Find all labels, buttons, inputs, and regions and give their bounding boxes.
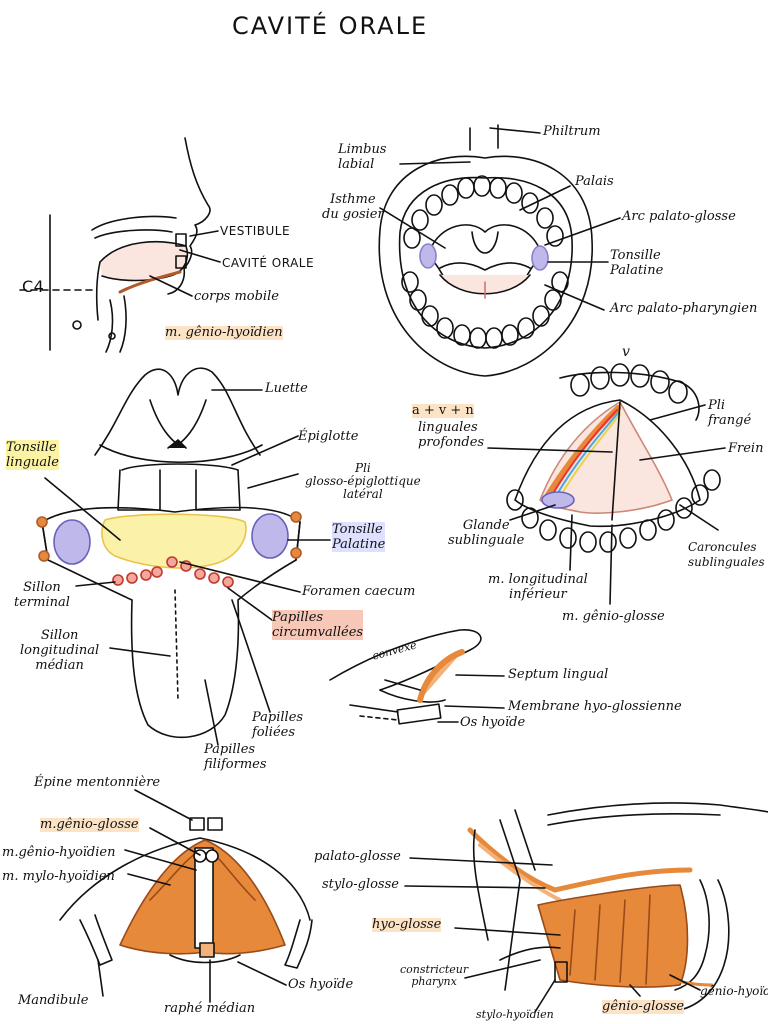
label-tonsille-palatine-mouth: Tonsille Palatine: [610, 248, 664, 278]
label-frein: Frein: [728, 441, 764, 456]
label-stylo-hyoidien: stylo-hyoïdien: [476, 1008, 554, 1021]
label-os-hyoide-anterior: Os hyoïde: [288, 977, 354, 992]
label-papilles-circumvallees: Papilles circumvallées: [272, 610, 364, 640]
page-title: CAVITÉ ORALE: [232, 12, 429, 40]
upper-teeth: [403, 175, 564, 249]
label-luette: Luette: [265, 381, 308, 396]
label-epine-mentonniere: Épine mentonnière: [34, 775, 161, 790]
label-raphe-median: raphé médian: [164, 1001, 256, 1016]
label-linguales-profondes: linguales profondes: [418, 420, 485, 450]
label-limbus-labial: Limbus labial: [338, 142, 387, 172]
label-genio-glosse-lateral: gênio-glosse: [602, 999, 685, 1014]
tongue-dorsal: [36, 367, 331, 746]
label-c4: C4: [22, 277, 45, 296]
label-palais: Palais: [575, 174, 614, 189]
label-cavite-orale: CAVITÉ ORALE: [222, 256, 315, 270]
lower-teeth: [401, 271, 569, 349]
label-palato-glosse-lateral: palato-glosse: [314, 849, 401, 864]
label-genio-hyoidien-lateral: gênio-hyoïdien: [700, 984, 768, 998]
label-avn: a + v + n: [412, 403, 474, 418]
label-pli-frange: Pli frangé: [708, 398, 752, 428]
label-genio-glosse-ventral: m. gênio-glosse: [562, 609, 665, 624]
anterior-view: [59, 789, 313, 1003]
label-genio-hyoidien-sagittal: m. gênio-hyoïdien: [165, 325, 283, 340]
label-papilles-filiformes: Papilles filiformes: [204, 742, 267, 772]
septum-section: [329, 629, 505, 725]
label-mylo-hyoidien: m. mylo-hyoïdien: [2, 869, 115, 884]
label-membrane-hyo-glossienne: Membrane hyo-glossienne: [508, 699, 682, 714]
label-arc-palato-pharyngien: Arc palato-pharyngien: [610, 301, 758, 316]
label-epiglotte: Épiglotte: [298, 429, 359, 444]
label-papilles-foliees: Papilles foliées: [252, 710, 304, 740]
label-tonsille-linguale: Tonsille linguale: [6, 440, 59, 470]
label-isthme-gosier: Isthme du gosier: [322, 192, 384, 222]
label-vestibule: VESTIBULE: [220, 224, 291, 238]
label-os-hyoide-septum: Os hyoïde: [460, 715, 526, 730]
tongue-ventral: [487, 363, 726, 605]
label-pli-glosso-epiglottique: Pli glosso-épiglottique latéral: [305, 461, 421, 501]
label-septum-lingual: Septum lingual: [508, 667, 609, 682]
label-constricteur-pharynx: constricteur pharynx: [400, 963, 469, 988]
ventral-upper-teeth: [570, 363, 688, 404]
label-mandibule: Mandibule: [18, 993, 89, 1008]
label-corps-mobile: corps mobile: [194, 289, 279, 304]
label-caroncules-sublinguales: Caroncules sublinguales: [688, 540, 765, 569]
lateral-view: [404, 802, 768, 1013]
ventral-lower-teeth: [506, 469, 721, 553]
label-longitudinal-inferieur: m. longitudinal inférieur: [488, 572, 588, 602]
label-sillon-median: Sillon longitudinal médian: [20, 628, 100, 673]
label-philtrum: Philtrum: [543, 124, 601, 139]
label-v-mark: v: [622, 344, 630, 360]
label-glande-sublinguale: Glande sublinguale: [448, 518, 525, 548]
label-tonsille-palatine-dorsal: Tonsille Palatine: [332, 522, 386, 552]
label-stylo-glosse: stylo-glosse: [322, 877, 399, 892]
label-sillon-terminal: Sillon terminal: [14, 580, 70, 610]
label-genio-hyoidien-anterior: m.gênio-hyoïdien: [2, 845, 116, 860]
label-foramen-caecum: Foramen caecum: [302, 584, 416, 599]
sagittal-section: [19, 137, 221, 353]
label-arc-palato-glosse: Arc palato-glosse: [622, 209, 736, 224]
label-genio-glosse-anterior: m.gênio-glosse: [40, 817, 139, 832]
label-hyo-glosse: hyo-glosse: [372, 917, 442, 932]
open-mouth: [378, 124, 621, 377]
